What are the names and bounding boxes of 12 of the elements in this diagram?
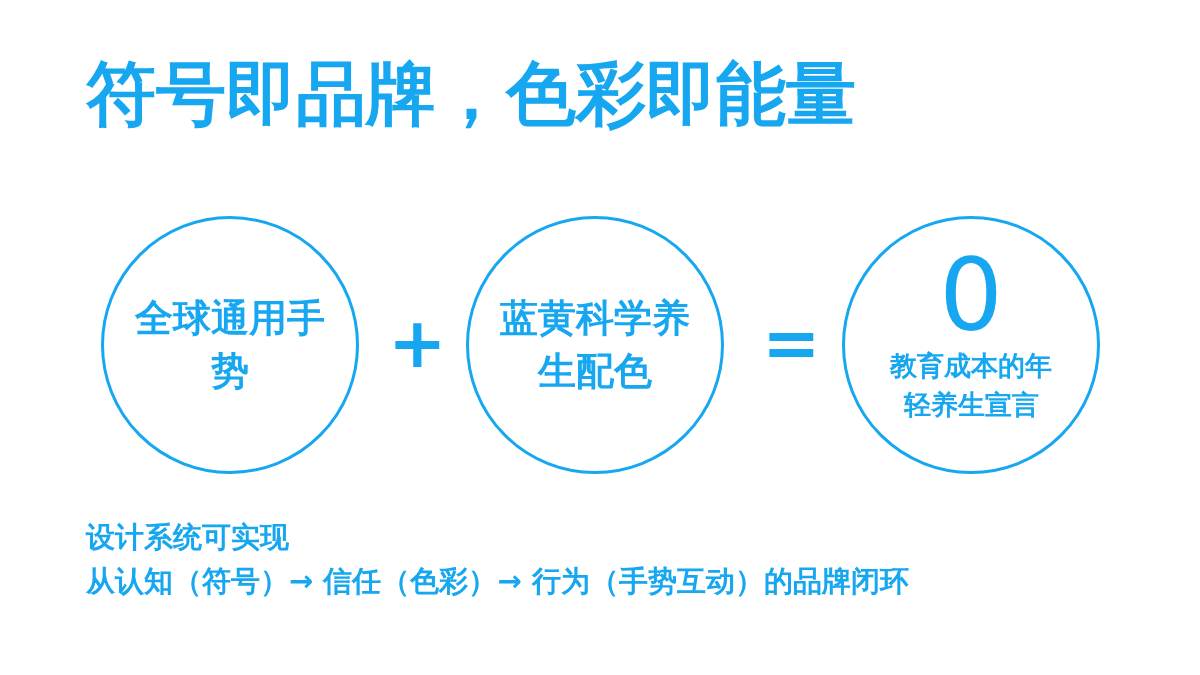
- circle-outline: [466, 216, 724, 474]
- summary-text: 从认知（符号）→ 信任（色彩）→ 行为（手势互动）的品牌闭环: [86, 563, 909, 600]
- summary-text: 设计系统可实现: [86, 519, 289, 556]
- title: 符号即品牌，色彩即能量: [86, 52, 856, 136]
- circle-text: 蓝黄科学养生配色: [499, 294, 691, 395]
- equals-sign: =: [762, 308, 821, 378]
- circle-text: 全球通用手势: [134, 294, 326, 395]
- plus-sign: +: [388, 308, 447, 378]
- big-number: 0: [939, 245, 1003, 346]
- circle-outline: [842, 216, 1100, 474]
- circle-outline: [101, 216, 359, 474]
- circle-text: 教育成本的年轻养生宣言: [888, 348, 1053, 422]
